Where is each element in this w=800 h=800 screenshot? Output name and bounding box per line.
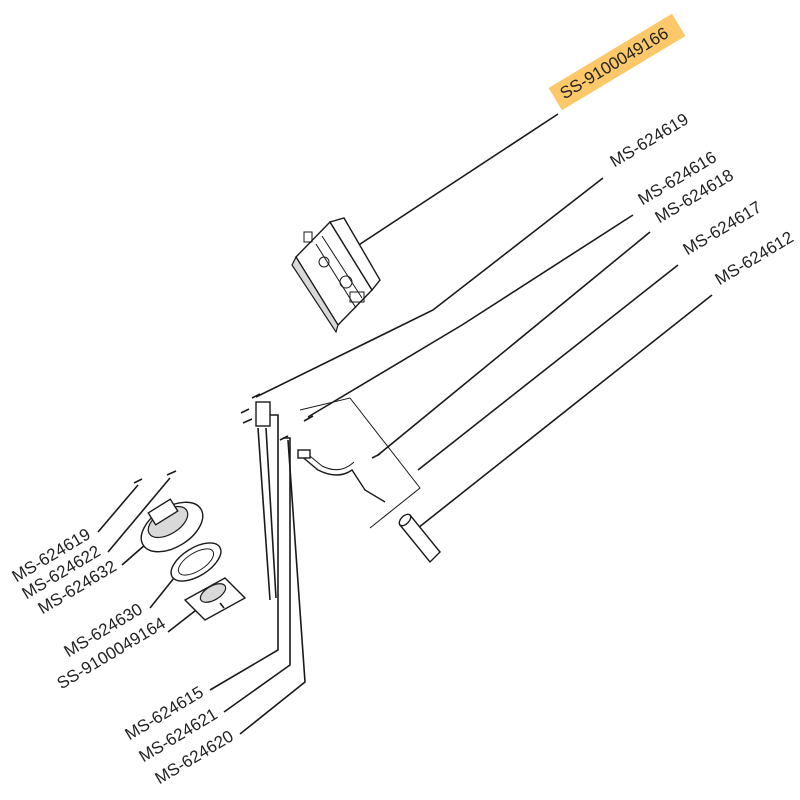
burner-ring-part [170, 542, 222, 582]
leader-ms-624622 [107, 477, 171, 553]
leader-ms-624619-left [97, 484, 139, 533]
leader-ss-9100049164 [167, 606, 201, 633]
leader-ms-624612 [417, 294, 713, 529]
leader-ms-624621 [223, 437, 291, 713]
leader-ms-624618 [377, 231, 651, 456]
leader-ms-624620 [239, 439, 306, 735]
igniter-assembly-part [297, 397, 421, 529]
leader-ss-9100049166 [344, 113, 559, 255]
control-module-part [291, 217, 381, 334]
burner-tube-part [398, 513, 441, 564]
leader-ms-624619-top [255, 177, 604, 398]
burner-grate-part [183, 577, 247, 621]
burner-head-part [133, 470, 204, 553]
leader-lines [97, 113, 713, 735]
labels: SS-9100049166 MS-624619 MS-624616 MS-624… [9, 23, 797, 788]
label-ss-9100049166: SS-9100049166 [557, 23, 672, 103]
leader-ms-624617 [417, 264, 679, 471]
rods [255, 401, 277, 601]
label-ms-624619-top: MS-624619 [607, 110, 692, 172]
highlight-ss-9100049166 [548, 13, 686, 111]
small-screws [240, 393, 314, 441]
leader-ms-624616 [307, 214, 634, 418]
